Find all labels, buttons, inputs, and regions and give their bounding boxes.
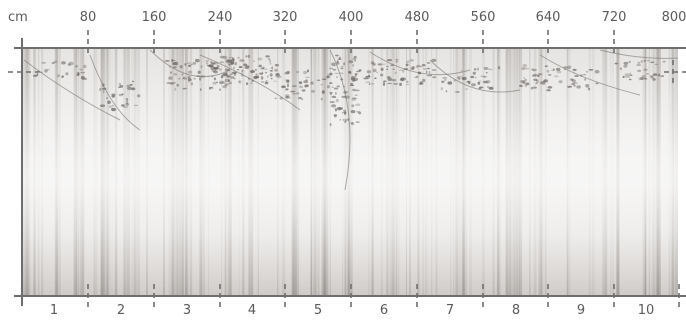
scale-label-240: 240 [207,10,233,25]
panel-label-6: 6 [379,303,389,318]
panel-label-9: 9 [576,303,586,318]
unit-label: cm [8,10,28,25]
panel-label-8: 8 [511,303,521,318]
scale-label-720: 720 [601,10,627,25]
scale-label-400: 400 [338,10,364,25]
panel-label-1: 1 [49,303,59,318]
mural-foliage [23,49,678,191]
panel-label-2: 2 [116,303,126,318]
scale-label-480: 480 [404,10,430,25]
panel-label-4: 4 [247,303,257,318]
panel-label-5: 5 [313,303,323,318]
panel-label-10: 10 [637,303,655,318]
scale-label-560: 560 [470,10,496,25]
scale-label-320: 320 [272,10,298,25]
scale-label-800: 800 [661,10,686,25]
panel-label-3: 3 [182,303,192,318]
scale-label-80: 80 [79,10,97,25]
scale-label-160: 160 [141,10,167,25]
panel-label-7: 7 [445,303,455,318]
scale-label-640: 640 [535,10,561,25]
